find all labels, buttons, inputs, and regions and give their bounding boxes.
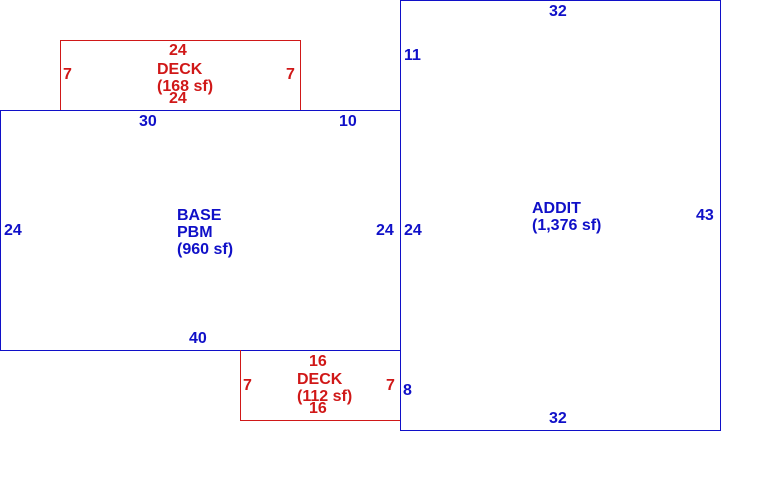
deck-top-dim-top: 24: [169, 42, 187, 59]
addit-dim-right: 43: [696, 207, 714, 224]
deck-top-dim-left: 7: [63, 66, 72, 83]
base-dim-top-left: 30: [139, 113, 157, 130]
addit-name: ADDIT: [532, 200, 581, 217]
deck-bottom-dim-right: 7: [386, 377, 395, 394]
base-dim-top-right: 10: [339, 113, 357, 130]
base-name: BASE: [177, 207, 222, 224]
addit-dim-left-mid: 24: [404, 222, 422, 239]
deck-bottom-dim-bottom: 16: [309, 400, 327, 417]
deck-top-area: (168 sf): [157, 78, 214, 95]
deck-bottom-dim-left: 7: [243, 377, 252, 394]
deck-bottom-area: (112 sf): [297, 388, 353, 405]
deck-top-dim-bottom: 24: [169, 90, 187, 107]
base-dim-left: 24: [4, 222, 22, 239]
addit-area: (1,376 sf): [532, 217, 602, 234]
base-dim-bottom: 40: [189, 330, 207, 347]
deck-top-dim-right: 7: [286, 66, 295, 83]
base-dim-right: 24: [376, 222, 394, 239]
addit-dim-left-lower: 8: [403, 382, 412, 399]
addit-dim-bottom: 32: [549, 410, 567, 427]
addit-outline: [400, 0, 721, 431]
addit-dim-left-upper: 11: [404, 47, 421, 64]
deck-bottom-dim-top: 16: [309, 353, 327, 370]
base-area: (960 sf): [177, 241, 234, 258]
addit-dim-top: 32: [549, 3, 567, 20]
deck-bottom-name: DECK: [297, 371, 343, 388]
base-subname: PBM: [177, 224, 213, 241]
deck-top-name: DECK: [157, 61, 203, 78]
